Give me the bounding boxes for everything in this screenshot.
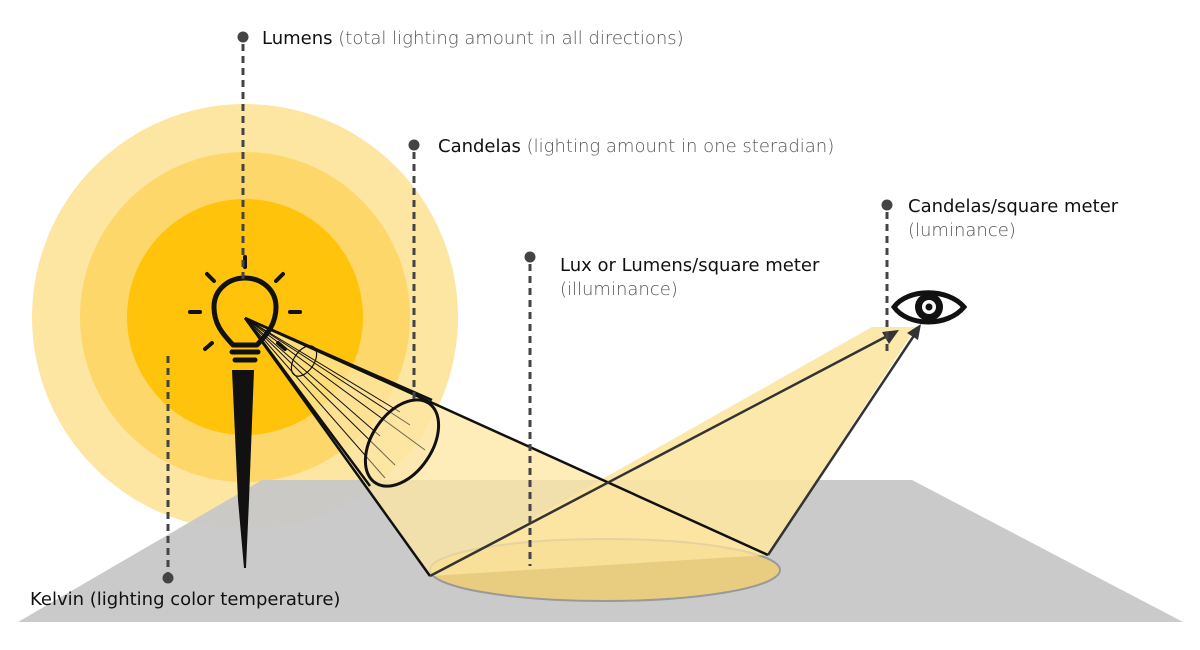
reflection-arrows <box>429 330 919 578</box>
lux-term: Lux or Lumens/square meter <box>560 255 820 276</box>
luminance-label: Candelas/square meter (luminance) <box>908 195 1118 243</box>
lux-label: Lux or Lumens/square meter (illuminance) <box>560 254 819 302</box>
light-beam <box>245 318 768 576</box>
luminance-desc: (luminance) <box>908 220 1016 241</box>
lumens-desc: (total lighting amount in all directions… <box>338 28 684 49</box>
lamp-stake <box>232 370 254 568</box>
kelvin-term: Kelvin (lighting color temperature) <box>30 589 341 610</box>
leader-lines <box>166 44 889 573</box>
candelas-desc: (lighting amount in one steradian) <box>526 136 835 157</box>
lumens-label: Lumens (total lighting amount in all dir… <box>262 27 684 51</box>
luminance-term: Candelas/square meter <box>908 196 1119 217</box>
arrowhead-2 <box>907 324 921 340</box>
light-bulb-icon <box>188 255 302 363</box>
eye-icon <box>890 290 968 325</box>
kelvin-label: Kelvin (lighting color temperature) <box>30 588 340 612</box>
lumens-term: Lumens <box>262 28 333 49</box>
steradian-cone <box>243 316 441 488</box>
leader-dots <box>162 31 893 584</box>
candelas-term: Candelas <box>438 136 521 157</box>
lux-desc: (illuminance) <box>560 279 678 300</box>
candelas-label: Candelas (lighting amount in one steradi… <box>438 135 834 159</box>
